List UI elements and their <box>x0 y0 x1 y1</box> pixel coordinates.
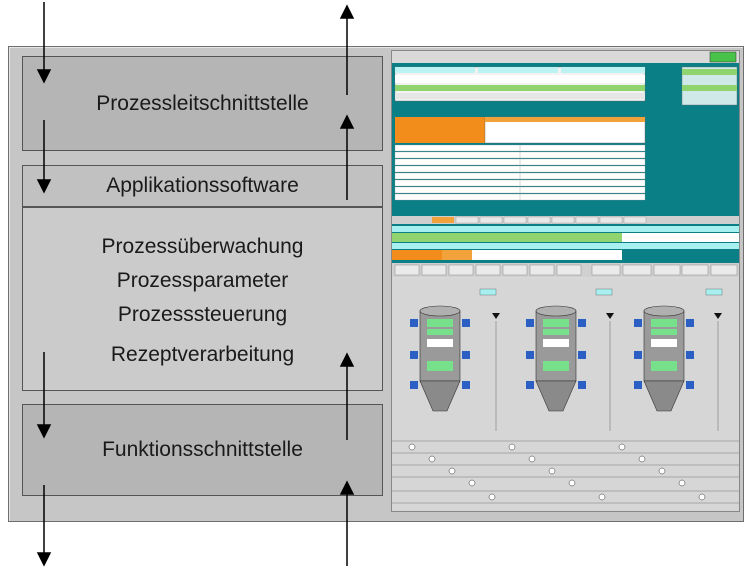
scada-screenshot <box>391 50 740 512</box>
tank-icon <box>410 305 470 412</box>
layer-label: Prozessleitschnittstelle <box>96 91 309 115</box>
function-label: Prozessparameter <box>116 269 289 292</box>
arrow-up-icon <box>339 352 355 440</box>
arrow-up-icon <box>339 4 355 95</box>
arrow-down-icon <box>36 352 52 439</box>
layer-label: Applikationssoftware <box>106 174 299 197</box>
valve-icon <box>408 443 706 501</box>
arrow-down-icon <box>36 485 52 567</box>
layer-funktionsschnittstelle: Funktionsschnittstelle <box>22 404 383 496</box>
scada-image <box>392 51 739 511</box>
function-label: Prozesssteuerung <box>117 303 288 326</box>
arrow-down-icon <box>36 2 52 84</box>
function-label: Prozessüberwachung <box>101 235 304 258</box>
function-label: Rezeptverarbeitung <box>110 343 295 366</box>
arrow-up-icon <box>339 480 355 566</box>
layer-label: Funktionsschnittstelle <box>102 438 303 461</box>
layer-applikationssoftware: Applikationssoftware <box>22 165 383 207</box>
tank-icon <box>634 305 694 412</box>
layer-process-functions: Prozessüberwachung Prozessparameter Proz… <box>22 207 383 391</box>
arrow-down-icon <box>36 120 52 194</box>
arrow-up-icon <box>339 114 355 200</box>
layer-prozessleitschnittstelle: Prozessleitschnittstelle <box>22 56 383 151</box>
tank-icon <box>526 305 586 412</box>
